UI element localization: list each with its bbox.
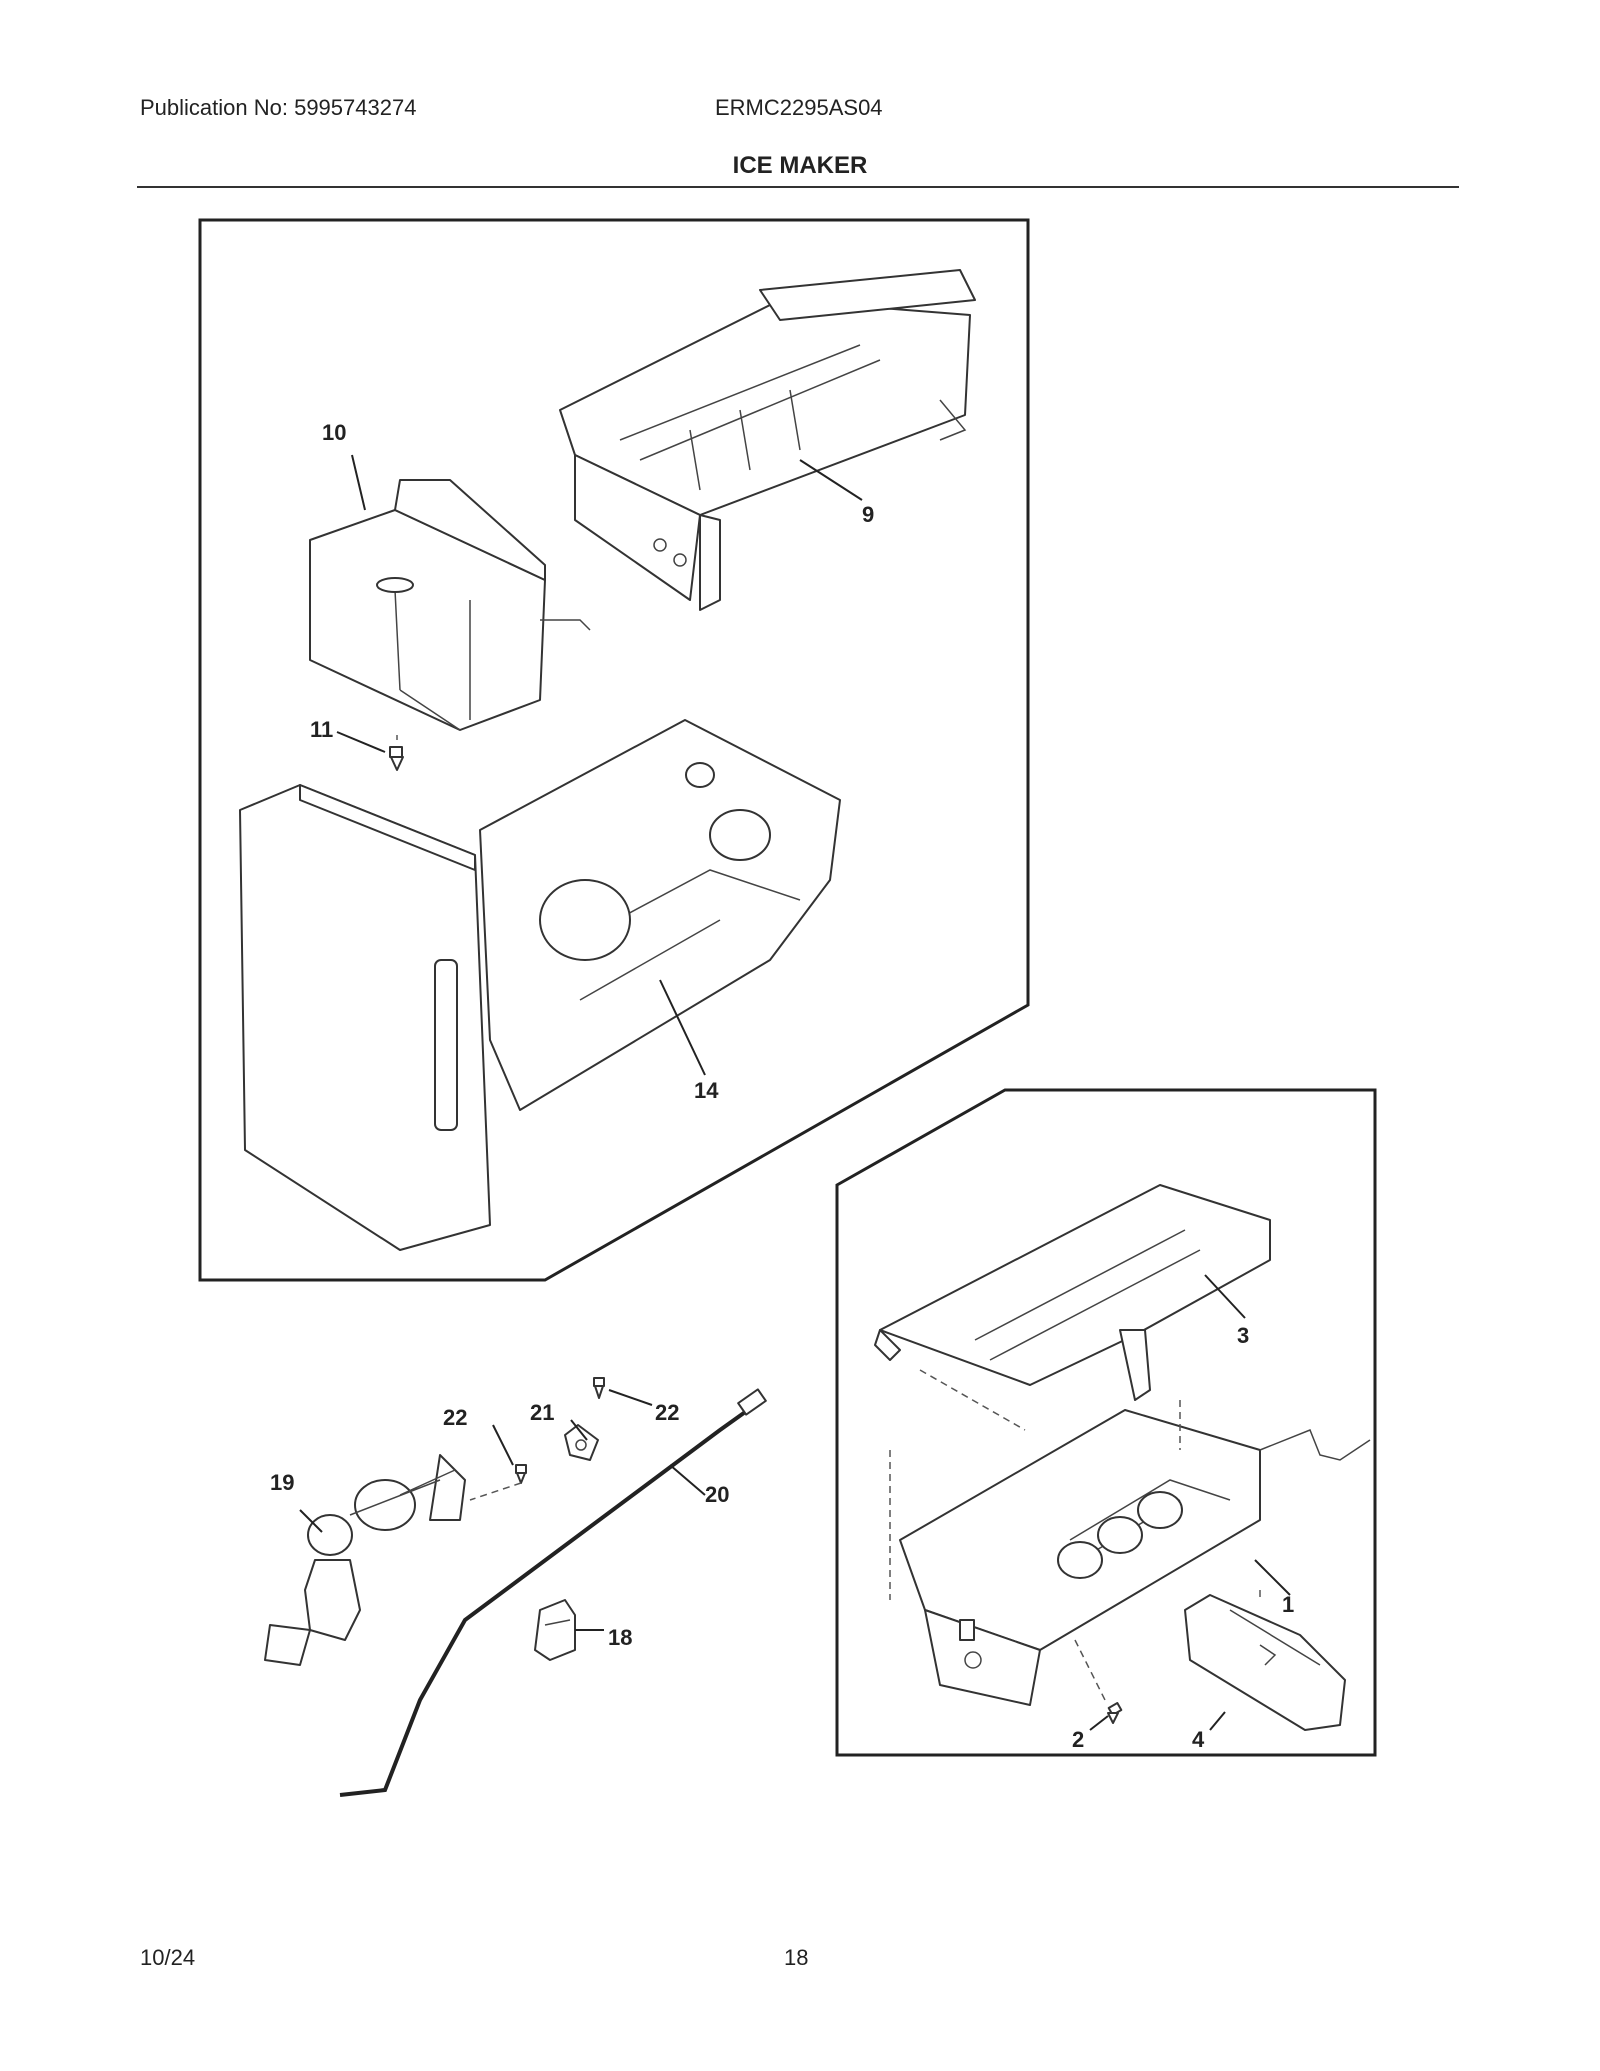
part-10-housing (309, 479, 591, 731)
callout-4: 4 (1192, 1727, 1205, 1752)
callout-9: 9 (862, 502, 874, 527)
part-22-screw-lower (515, 1464, 527, 1484)
part-20-water-line (339, 1388, 767, 1797)
page-title: ICE MAKER (732, 152, 868, 179)
footer-date: 10/24 (140, 1945, 196, 1970)
upper-assembly-frame (198, 218, 1030, 1282)
part-14-ice-bucket (239, 719, 841, 1251)
part-18-clip (534, 1599, 576, 1661)
callout-21: 21 (530, 1400, 554, 1425)
ice-maker-detail-frame (835, 1088, 1377, 1757)
callout-19: 19 (270, 1470, 294, 1495)
part-3-cover (874, 1184, 1271, 1401)
callout-22-lower: 22 (443, 1405, 467, 1430)
callout-3: 3 (1237, 1323, 1249, 1348)
callout-20: 20 (705, 1482, 729, 1507)
callout-10: 10 (322, 420, 346, 445)
callout-18: 18 (608, 1625, 632, 1650)
callout-11: 11 (310, 717, 333, 742)
part-19-water-valve (264, 1454, 466, 1666)
callout-2: 2 (1072, 1727, 1084, 1752)
callout-14: 14 (694, 1078, 719, 1103)
part-4-end-cover (1184, 1594, 1346, 1731)
publication-number: Publication No: 5995743274 (140, 95, 417, 120)
model-number: ERMC2295AS04 (715, 95, 883, 120)
header-divider (137, 186, 1459, 188)
part-1-ice-maker (899, 1409, 1371, 1706)
part-22-screw-upper (593, 1377, 605, 1399)
callout-22-upper: 22 (655, 1400, 679, 1425)
part-9-ice-maker-bracket (559, 269, 976, 611)
callout-1: 1 (1282, 1592, 1294, 1617)
part-2-screw (1107, 1702, 1123, 1724)
part-11-screw (389, 735, 404, 771)
page-number: 18 (784, 1945, 809, 1970)
part-21-clamp (564, 1424, 599, 1461)
